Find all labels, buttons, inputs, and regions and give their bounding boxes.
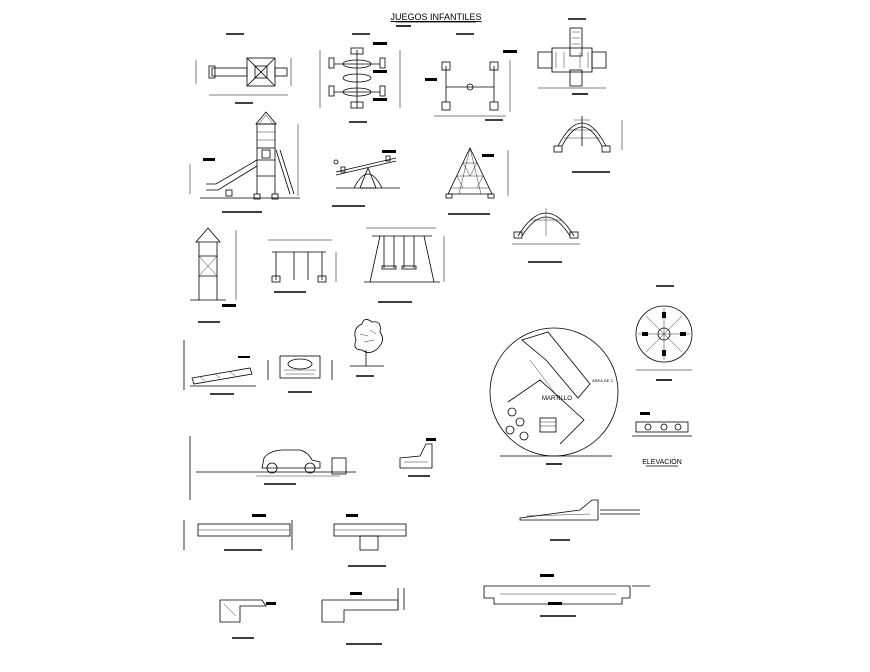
planter-section bbox=[267, 355, 333, 393]
seesaw-elevation bbox=[332, 150, 400, 207]
plan-view-4 bbox=[537, 18, 607, 95]
tree-elevation bbox=[350, 319, 384, 377]
pool-edge-section bbox=[483, 574, 650, 617]
arch-climber-elevation bbox=[553, 116, 623, 173]
slab-section-2 bbox=[333, 514, 407, 567]
plan-view-3 bbox=[425, 33, 517, 121]
tower-house-elevation bbox=[190, 227, 237, 323]
round-elevation-detail: ELEVACIÓN bbox=[632, 412, 692, 467]
parking-section bbox=[189, 436, 356, 500]
plan-view-1 bbox=[195, 33, 292, 104]
round-plan-detail bbox=[635, 285, 693, 381]
curb-section-2 bbox=[399, 438, 436, 477]
climbing-pyramid-elevation bbox=[445, 147, 509, 215]
martillo-circle-detail: MARTILLO AREA DE C bbox=[489, 327, 619, 465]
footing-detail-2 bbox=[321, 588, 405, 645]
edge-detail-right bbox=[519, 499, 640, 541]
footing-detail-1 bbox=[219, 599, 276, 639]
curb-section-1 bbox=[183, 340, 256, 395]
arch-tunnel-elevation bbox=[512, 208, 580, 263]
sheet-title: JUEGOS INFANTILES bbox=[390, 12, 481, 22]
swing-set-elevation bbox=[364, 227, 445, 303]
elevacion-label: ELEVACIÓN bbox=[642, 457, 682, 466]
slide-tower-elevation bbox=[189, 111, 300, 213]
martillo-label: MARTILLO bbox=[542, 396, 572, 402]
bars-elevation bbox=[268, 239, 337, 293]
slab-section-1 bbox=[183, 514, 293, 551]
sheet-title-block: JUEGOS INFANTILES bbox=[390, 12, 482, 27]
area-label: AREA DE C bbox=[592, 378, 613, 383]
plan-view-2 bbox=[319, 33, 401, 123]
